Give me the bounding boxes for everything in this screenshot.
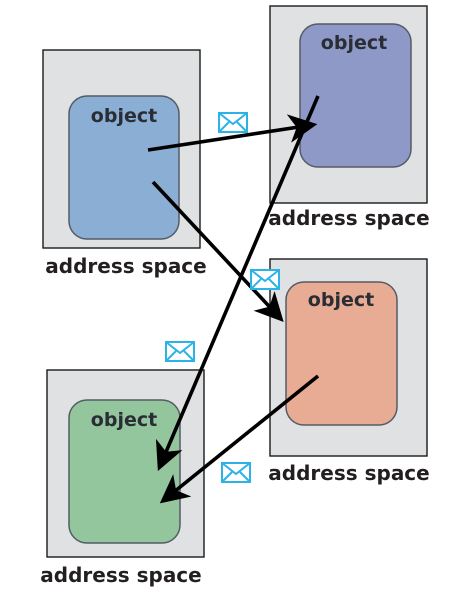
object-label: object bbox=[308, 289, 374, 311]
envelope-icon bbox=[250, 269, 280, 290]
address-space-bottom-left: object address space bbox=[40, 369, 205, 587]
address-space-label: address space bbox=[45, 254, 206, 278]
address-space-label: address space bbox=[40, 563, 201, 587]
message-arrow-top-right-to-bottom-left bbox=[155, 95, 320, 471]
object-box-green bbox=[68, 399, 181, 544]
envelope-icon bbox=[221, 462, 251, 483]
object-label: object bbox=[91, 105, 157, 127]
message-arrow-middle-right-to-bottom-left bbox=[159, 374, 320, 504]
object-box-purple bbox=[299, 23, 412, 168]
message-arrow-top-left-to-top-right bbox=[147, 114, 318, 152]
object-label: object bbox=[91, 409, 157, 431]
envelope-icon bbox=[218, 112, 248, 133]
address-space-top-left: object address space bbox=[42, 49, 207, 278]
object-box-blue bbox=[68, 95, 180, 240]
object-box-salmon bbox=[285, 281, 398, 426]
envelope-icon bbox=[165, 341, 195, 362]
object-label: object bbox=[321, 32, 387, 54]
address-space-label: address space bbox=[268, 461, 429, 485]
message-arrow-top-left-to-middle-right bbox=[151, 180, 284, 322]
address-space-label: address space bbox=[268, 206, 429, 230]
address-space-top-right: object address space bbox=[268, 5, 430, 230]
address-space-middle-right: object address space bbox=[268, 258, 430, 485]
